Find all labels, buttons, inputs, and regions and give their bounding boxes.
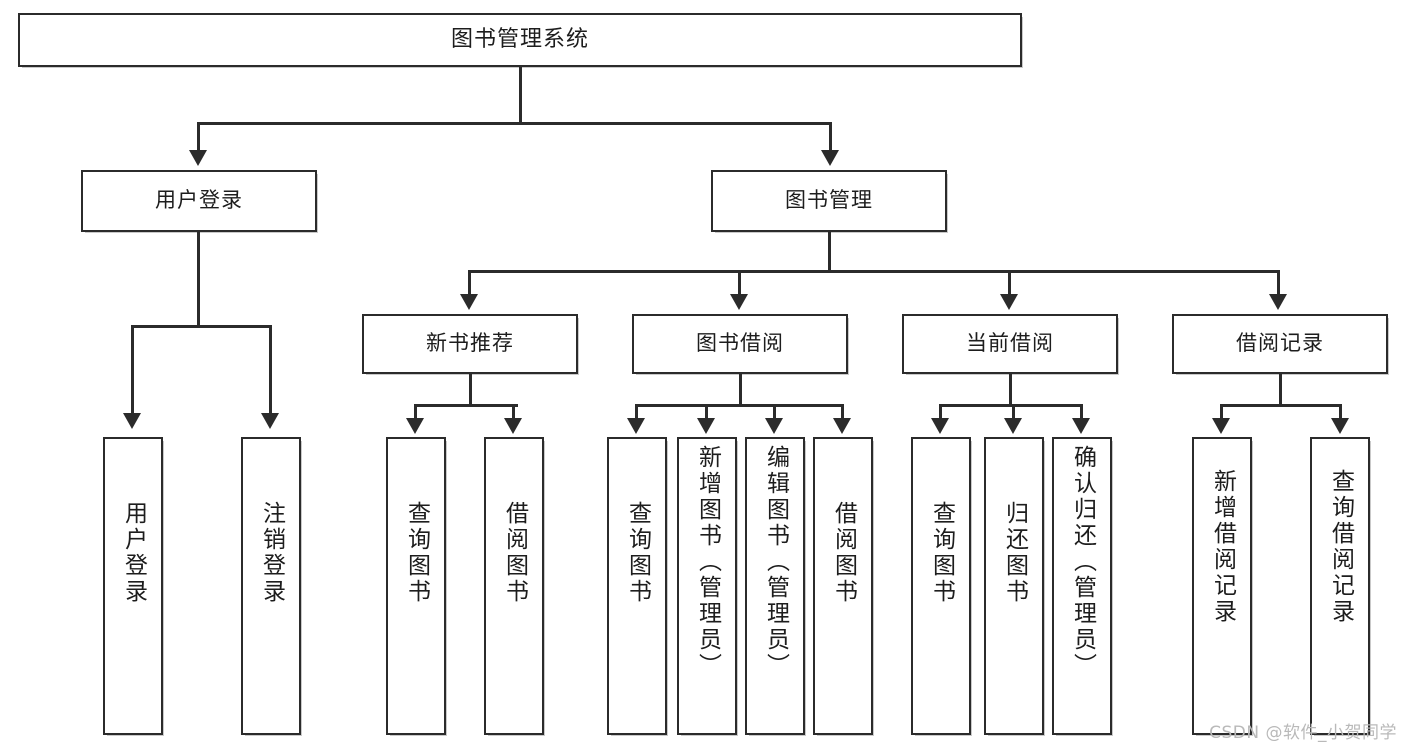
- node-new-book-rec[interactable]: 新书推荐: [362, 314, 579, 375]
- leaf-query-record[interactable]: 查询借阅记录: [1310, 437, 1371, 736]
- node-label: 新增图书（管理员）: [694, 445, 721, 679]
- node-label: 查询图书: [928, 501, 955, 605]
- leaf-query-book-3[interactable]: 查询图书: [911, 437, 972, 736]
- arrowhead-leaf-borrow-book-1: [504, 418, 522, 434]
- leaf-borrow-book-1[interactable]: 借阅图书: [484, 437, 545, 736]
- connector-to-leaf-edit-book: [773, 404, 776, 420]
- connector-current-borrow-bus: [939, 404, 1081, 407]
- leaf-return-book[interactable]: 归还图书: [984, 437, 1045, 736]
- connector-to-leaf-user-login: [131, 325, 134, 415]
- connector-root-bus: [197, 122, 832, 125]
- arrowhead-user-login: [189, 150, 207, 166]
- leaf-user-login[interactable]: 用户登录: [103, 437, 164, 736]
- connector-to-leaf-borrow-book-1: [512, 404, 515, 420]
- connector-to-leaf-return-book: [1012, 404, 1015, 420]
- node-book-manage[interactable]: 图书管理: [711, 170, 948, 233]
- node-label: 当前借阅: [966, 331, 1054, 356]
- node-label: 查询借阅记录: [1327, 469, 1354, 625]
- node-label: 借阅图书: [501, 501, 528, 605]
- node-label: 确认归还（管理员）: [1069, 445, 1096, 679]
- node-label: 用户登录: [120, 501, 147, 605]
- connector-book-borrow-bus: [635, 404, 844, 407]
- leaf-add-book[interactable]: 新增图书（管理员）: [677, 437, 738, 736]
- node-label: 图书借阅: [696, 331, 784, 356]
- connector-to-leaf-add-book: [705, 404, 708, 420]
- connector-root-stem: [519, 67, 522, 122]
- connector-new-book-rec-bus: [414, 404, 518, 407]
- node-book-borrow[interactable]: 图书借阅: [632, 314, 849, 375]
- arrowhead-leaf-borrow-book-2: [833, 418, 851, 434]
- node-label: 新增借阅记录: [1209, 469, 1236, 625]
- connector-to-leaf-query-book-1: [414, 404, 417, 420]
- arrowhead-leaf-return-book: [1004, 418, 1022, 434]
- node-label: 用户登录: [155, 188, 243, 213]
- node-label: 查询图书: [624, 501, 651, 605]
- connector-root-to-book-manage: [829, 122, 832, 152]
- node-label: 图书管理系统: [450, 26, 589, 52]
- connector-borrow-record-stem: [1279, 374, 1282, 406]
- arrowhead-leaf-logout: [261, 413, 279, 429]
- node-label: 查询图书: [403, 501, 430, 605]
- leaf-query-book-2[interactable]: 查询图书: [607, 437, 668, 736]
- connector-to-new-book-rec: [468, 270, 471, 296]
- node-user-login[interactable]: 用户登录: [81, 170, 318, 233]
- arrowhead-new-book-rec: [460, 294, 478, 310]
- node-label: 归还图书: [1001, 501, 1028, 605]
- connector-to-leaf-query-book-2: [635, 404, 638, 420]
- arrowhead-current-borrow: [1000, 294, 1018, 310]
- node-root-system[interactable]: 图书管理系统: [18, 13, 1023, 68]
- connector-to-borrow-record: [1277, 270, 1280, 296]
- arrowhead-leaf-add-record: [1212, 418, 1230, 434]
- connector-root-to-user-login: [197, 122, 200, 152]
- leaf-logout[interactable]: 注销登录: [241, 437, 302, 736]
- node-label: 借阅记录: [1236, 331, 1324, 356]
- connector-current-borrow-stem: [1009, 374, 1012, 406]
- connector-to-leaf-borrow-book-2: [841, 404, 844, 420]
- arrowhead-leaf-confirm-return: [1072, 418, 1090, 434]
- leaf-add-record[interactable]: 新增借阅记录: [1192, 437, 1253, 736]
- connector-to-book-borrow: [738, 270, 741, 296]
- node-label: 借阅图书: [830, 501, 857, 605]
- arrowhead-leaf-edit-book: [765, 418, 783, 434]
- arrowhead-leaf-user-login: [123, 413, 141, 429]
- connector-to-current-borrow: [1008, 270, 1011, 296]
- connector-book-manage-stem: [828, 232, 831, 272]
- node-current-borrow[interactable]: 当前借阅: [902, 314, 1119, 375]
- leaf-edit-book[interactable]: 编辑图书（管理员）: [745, 437, 806, 736]
- connector-book-manage-bus: [468, 270, 1280, 273]
- leaf-borrow-book-2[interactable]: 借阅图书: [813, 437, 874, 736]
- arrowhead-book-manage: [821, 150, 839, 166]
- connector-to-leaf-query-book-3: [939, 404, 942, 420]
- connector-user-login-stem: [197, 232, 200, 325]
- connector-new-book-rec-stem: [469, 374, 472, 406]
- connector-to-leaf-confirm-return: [1080, 404, 1083, 420]
- leaf-confirm-return[interactable]: 确认归还（管理员）: [1052, 437, 1113, 736]
- node-label: 注销登录: [258, 501, 285, 605]
- node-label: 新书推荐: [426, 331, 514, 356]
- leaf-query-book-1[interactable]: 查询图书: [386, 437, 447, 736]
- connector-to-leaf-add-record: [1220, 404, 1223, 420]
- connector-borrow-record-bus: [1220, 404, 1342, 407]
- arrowhead-leaf-query-book-3: [931, 418, 949, 434]
- node-label: 图书管理: [785, 188, 873, 213]
- node-label: 编辑图书（管理员）: [762, 445, 789, 679]
- connector-to-leaf-logout: [269, 325, 272, 415]
- arrowhead-book-borrow: [730, 294, 748, 310]
- arrowhead-leaf-query-book-1: [406, 418, 424, 434]
- connector-to-leaf-query-record: [1339, 404, 1342, 420]
- arrowhead-leaf-add-book: [697, 418, 715, 434]
- arrowhead-leaf-query-record: [1331, 418, 1349, 434]
- arrowhead-leaf-query-book-2: [627, 418, 645, 434]
- csdn-watermark: CSDN @软件_小贺同学: [1209, 723, 1397, 743]
- connector-user-login-bus: [131, 325, 269, 328]
- node-borrow-record[interactable]: 借阅记录: [1172, 314, 1389, 375]
- connector-book-borrow-stem: [739, 374, 742, 406]
- arrowhead-borrow-record: [1269, 294, 1287, 310]
